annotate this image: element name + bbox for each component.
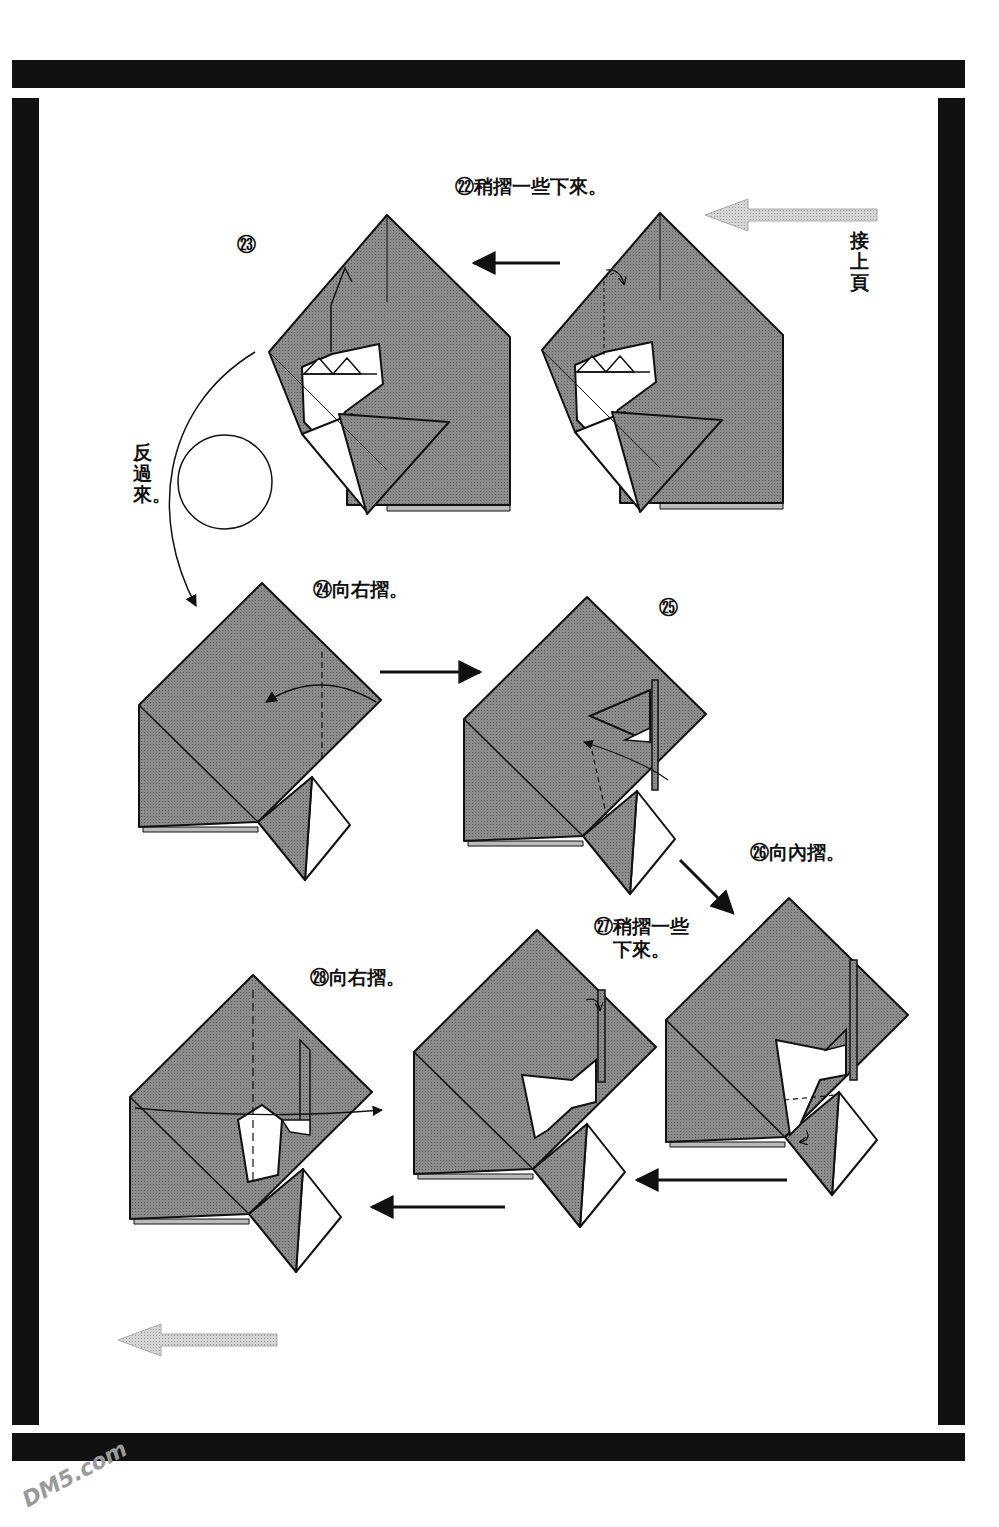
- step-instruction: ㉒稍摺一些下來。: [455, 175, 607, 198]
- step-instruction: ㉔向右摺。: [313, 578, 408, 601]
- step-instruction: ㉘向右摺。: [310, 966, 405, 989]
- step-instruction: ㉕: [659, 596, 678, 619]
- step-number: ㉓: [237, 233, 256, 256]
- step-instruction: ㉗稍摺一些 下來。: [588, 915, 694, 961]
- continued-note: 接上頁: [850, 230, 869, 293]
- step-instruction: ㉖向內摺。: [750, 841, 845, 864]
- watermark: DM5.com: [18, 1436, 132, 1513]
- flip-instruction: 反過來。: [133, 442, 152, 505]
